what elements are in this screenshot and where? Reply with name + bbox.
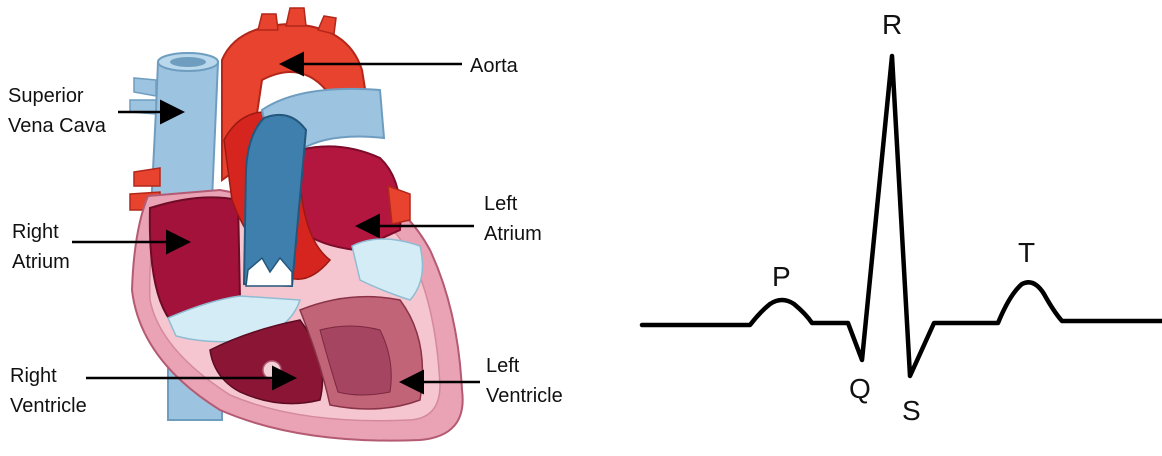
ecg-trace-line — [642, 56, 1162, 376]
ecg-q-label: Q — [849, 373, 871, 404]
ecg-p-label: P — [772, 261, 791, 292]
ecg-t-label: T — [1018, 237, 1035, 268]
ecg-s-label: S — [902, 395, 921, 426]
ecg-r-label: R — [882, 9, 902, 40]
